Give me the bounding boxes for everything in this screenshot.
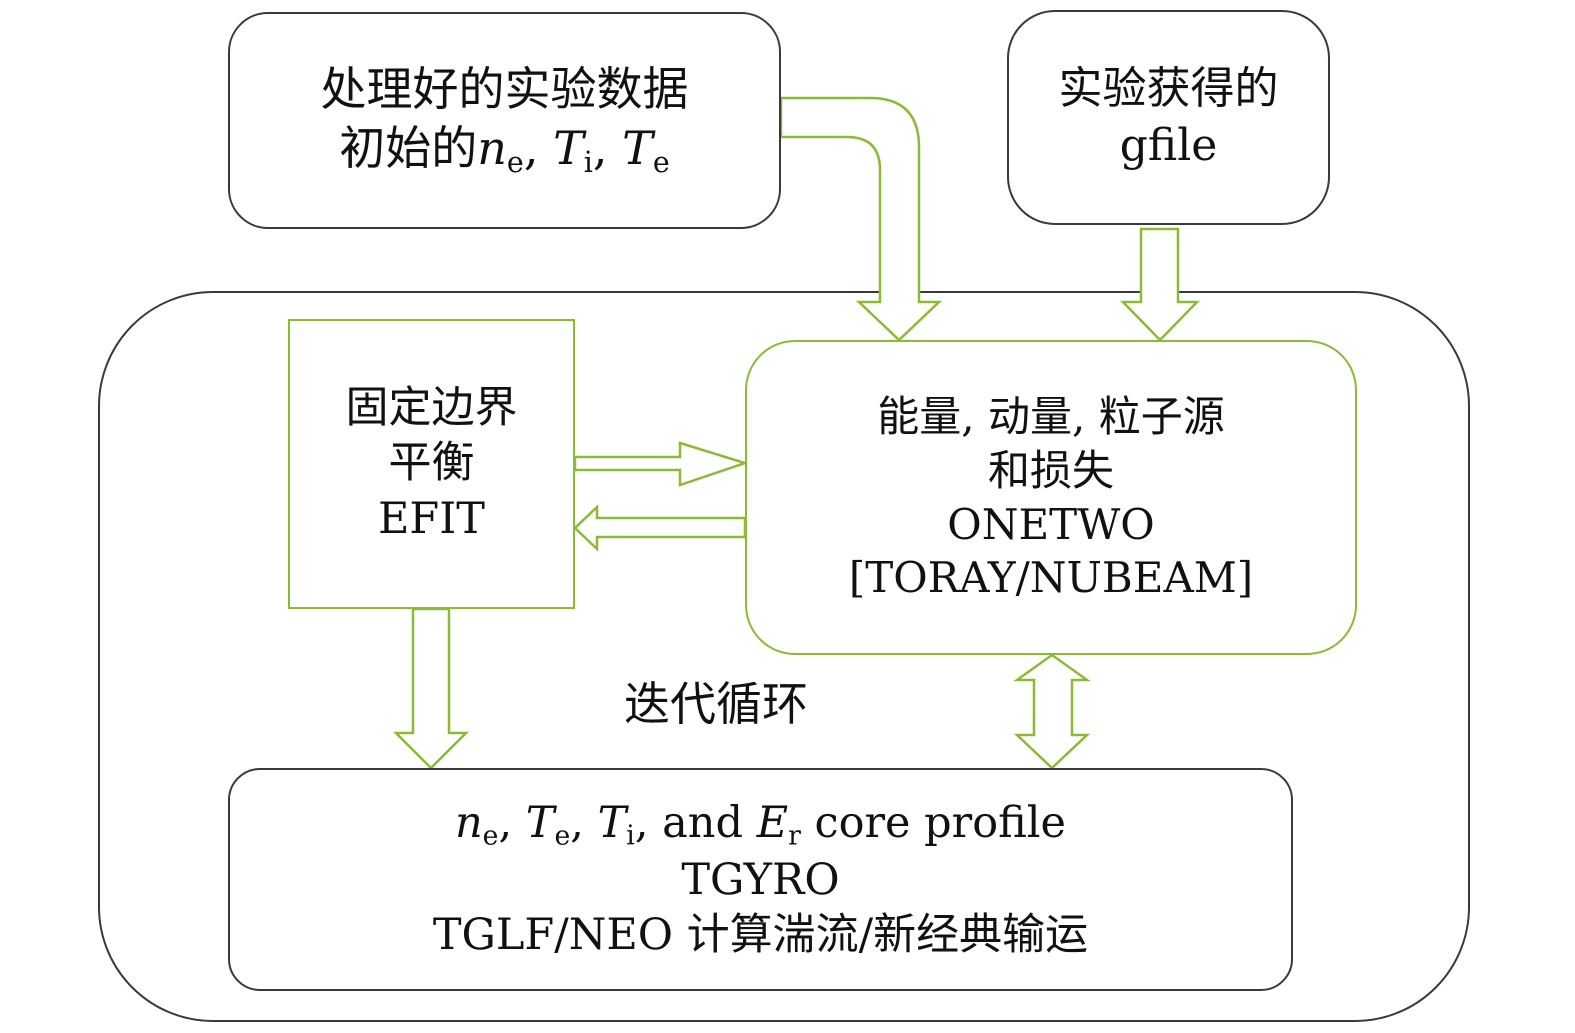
arrow-efit-to-onetwo <box>573 441 750 487</box>
gfile-box: 实验获得的 gfile <box>1007 10 1330 225</box>
onetwo-sublabel: [TORAY/NUBEAM] <box>848 553 1254 603</box>
core-profile-line: ne, Te, Ti, and Er core profile <box>454 797 1067 852</box>
tgyro-box: ne, Te, Ti, and Er core profile TGYRO TG… <box>228 768 1293 991</box>
iteration-loop-container <box>98 291 1470 1022</box>
efit-box: 固定边界 平衡 EFIT <box>288 319 575 609</box>
arrow-onetwo-tgyro-bidirectional <box>1013 653 1091 770</box>
onetwo-box: 能量, 动量, 粒子源 和损失 ONETWO [TORAY/NUBEAM] <box>745 340 1357 655</box>
experimental-data-box: 处理好的实验数据 初始的ne, Ti, Te <box>228 12 781 229</box>
arrow-gfile-to-onetwo <box>1120 227 1200 342</box>
efit-line2: 平衡 <box>388 438 475 489</box>
experimental-data-title: 处理好的实验数据 <box>320 61 689 116</box>
arrow-efit-to-tgyro <box>392 607 470 770</box>
initial-profiles-line: 初始的ne, Ti, Te <box>339 120 670 179</box>
efit-line1: 固定边界 <box>345 383 518 434</box>
efit-label: EFIT <box>378 493 485 544</box>
tglf-neo-line: TGLF/NEO 计算湍流/新经典输运 <box>432 910 1089 961</box>
gfile-label: gfile <box>1119 119 1218 171</box>
arrow-onetwo-to-efit <box>573 504 747 552</box>
gfile-title: 实验获得的 <box>1058 63 1279 115</box>
onetwo-line1: 能量, 动量, 粒子源 <box>877 392 1225 441</box>
iteration-loop-label: 迭代循环 <box>624 677 808 731</box>
onetwo-label: ONETWO <box>947 499 1155 549</box>
onetwo-line2: 和损失 <box>987 445 1114 495</box>
arrow-data-to-onetwo <box>779 96 943 342</box>
tgyro-label: TGYRO <box>681 855 840 906</box>
